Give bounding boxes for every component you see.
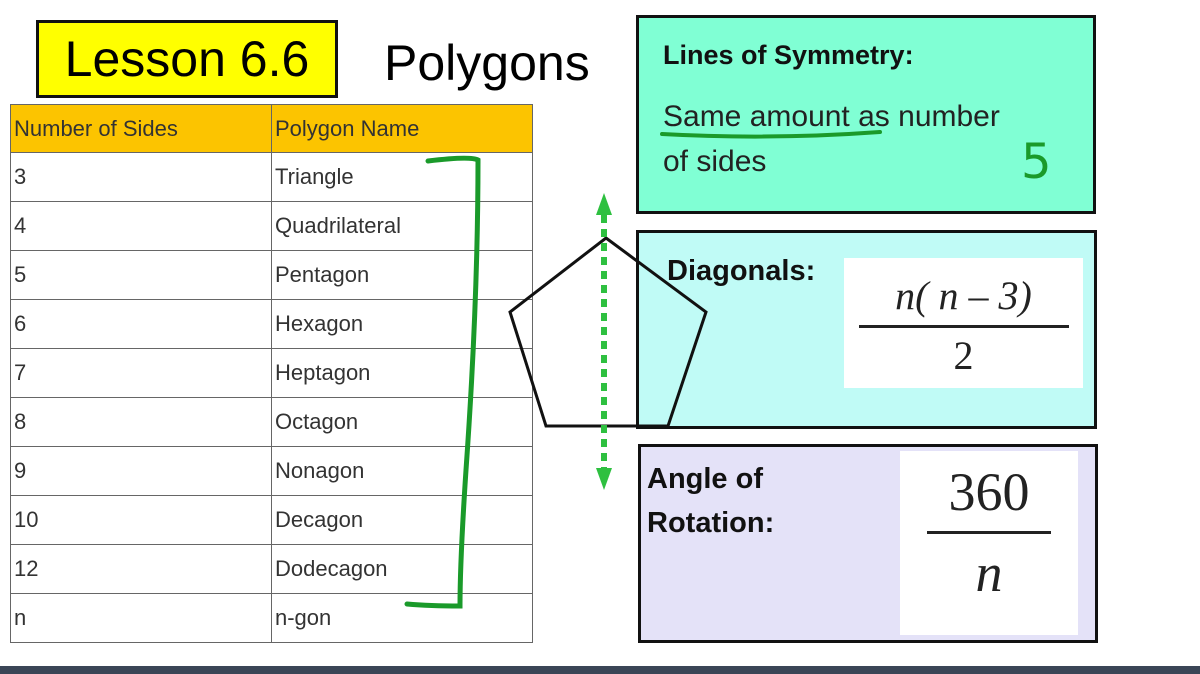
sides-cell: 6 (10, 299, 272, 349)
polygon-name-cell: Hexagon (271, 299, 533, 349)
sides-cell: 8 (10, 397, 272, 447)
symmetry-title: Lines of Symmetry: (663, 40, 914, 70)
column-header: Number of Sides (10, 104, 272, 153)
bottom-bar (0, 666, 1200, 674)
polygon-name-cell: Heptagon (271, 348, 533, 398)
diagonals-title: Diagonals: (667, 255, 816, 287)
polygon-name-cell: Pentagon (271, 250, 533, 300)
diagonals-formula: n( n – 3) 2 (844, 258, 1083, 388)
numerator: n( n – 3) (895, 273, 1032, 318)
pentagon-shape (508, 236, 708, 428)
handwritten-5: 5 (1021, 134, 1052, 190)
sides-cell: 3 (10, 152, 272, 202)
diagonals-box: Diagonals: n( n – 3) 2 (636, 230, 1097, 429)
denominator: n (975, 543, 1003, 603)
lines-of-symmetry-box: Lines of Symmetry: Same amount as number… (636, 15, 1096, 214)
arrow-up-icon (596, 193, 612, 215)
bracket-annotation (404, 155, 481, 609)
sides-cell: 5 (10, 250, 272, 300)
page-title: Polygons (384, 35, 590, 91)
symmetry-text: as number (849, 100, 1000, 133)
underline-annotation (660, 130, 882, 139)
polygon-name-cell: Quadrilateral (271, 201, 533, 251)
sides-cell: 12 (10, 544, 272, 594)
polygon-name-cell: Nonagon (271, 446, 533, 496)
sides-cell: 10 (10, 495, 272, 545)
sides-cell: n (10, 593, 272, 643)
symmetry-text-2: of sides (663, 145, 767, 178)
numerator: 360 (948, 462, 1030, 522)
lesson-label: Lesson 6.6 (36, 20, 338, 98)
denominator: 2 (953, 333, 974, 378)
rotation-formula: 360 n (900, 451, 1078, 635)
sides-cell: 7 (10, 348, 272, 398)
symmetry-underlined: Same amount (663, 100, 850, 133)
polygon-name-cell: n-gon (271, 593, 533, 643)
arrow-down-icon (596, 468, 612, 490)
